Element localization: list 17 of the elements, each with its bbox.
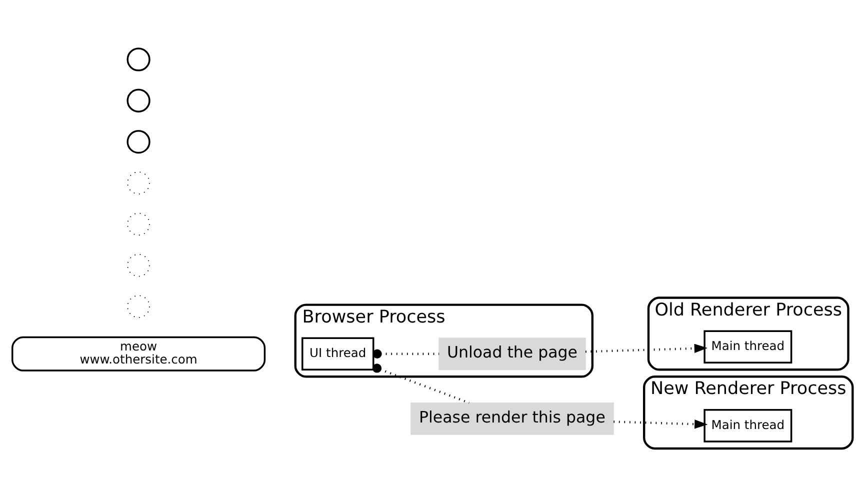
node-box: Main thread (704, 409, 792, 442)
node-box: Please render this page (410, 402, 614, 435)
node-box: Main thread (704, 330, 792, 364)
node-circle (126, 130, 150, 154)
node-circle (126, 48, 150, 72)
arrow (586, 344, 708, 354)
node-box: UI thread (302, 337, 374, 370)
node-circle (127, 295, 150, 318)
node-circle (127, 212, 150, 236)
node-circle (126, 88, 150, 112)
connector (372, 349, 440, 358)
arrow (614, 420, 708, 429)
node-circle (127, 254, 150, 277)
node-circle (127, 172, 150, 194)
connector (372, 364, 470, 404)
node-box: Unload the page (438, 338, 586, 370)
node-box: meow www.othersite.com (12, 336, 266, 372)
